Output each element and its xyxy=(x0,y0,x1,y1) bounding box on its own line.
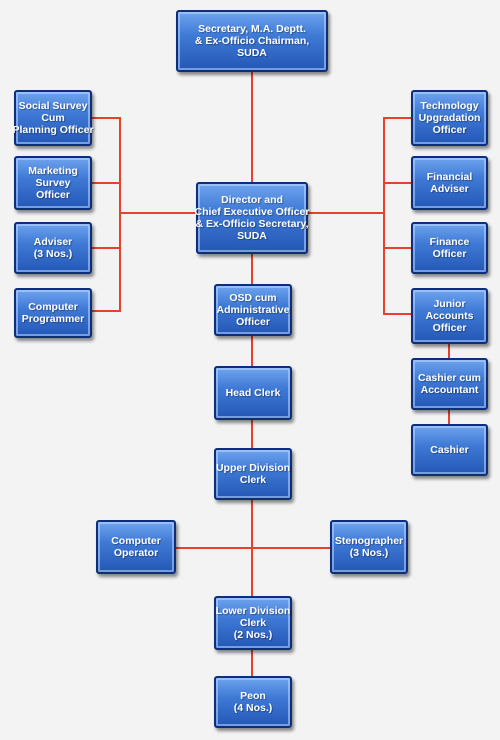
node-osd-administrative-officer-line-1: OSD cum xyxy=(229,292,277,304)
node-peon-line-2: (4 Nos.) xyxy=(233,702,273,714)
node-director-ceo: Director and Chief Executive Officer & E… xyxy=(194,182,310,254)
node-financial-adviser: Financial Adviser xyxy=(411,156,488,210)
node-stenographer-line-1: Stenographer xyxy=(334,535,404,547)
node-adviser-line-2: (3 Nos.) xyxy=(33,248,73,260)
node-director-ceo-line-2: Chief Executive Officer xyxy=(194,206,310,218)
node-lower-division-clerk: Lower Division Clerk (2 Nos.) xyxy=(214,596,292,650)
node-cashier-cum-accountant: Cashier cum Accountant xyxy=(411,358,488,410)
node-finance-officer-line-2: Officer xyxy=(432,248,467,260)
node-adviser-line-1: Adviser xyxy=(33,236,73,248)
node-junior-accounts-officer: Junior Accounts Officer xyxy=(411,288,488,344)
node-cashier-cum-accountant-line-1: Cashier cum xyxy=(417,372,482,384)
node-computer-operator: Computer Operator xyxy=(96,520,176,574)
node-social-survey-officer-line-2: Cum xyxy=(41,112,65,124)
node-osd-administrative-officer-line-3: Officer xyxy=(236,316,270,328)
node-stenographer-line-2: (3 Nos.) xyxy=(349,547,389,559)
node-marketing-survey-officer: Marketing Survey Officer xyxy=(14,156,92,210)
node-computer-operator-line-1: Computer xyxy=(111,535,161,547)
node-technology-upgradation-officer-line-3: Officer xyxy=(432,124,467,136)
node-stenographer: Stenographer (3 Nos.) xyxy=(330,520,408,574)
node-computer-programmer: Computer Programmer xyxy=(14,288,92,338)
node-computer-programmer-line-2: Programmer xyxy=(21,313,85,325)
node-marketing-survey-officer-line-2: Survey xyxy=(35,177,71,189)
node-marketing-survey-officer-line-3: Officer xyxy=(36,189,70,201)
node-marketing-survey-officer-line-1: Marketing xyxy=(28,165,78,177)
node-financial-adviser-line-2: Adviser xyxy=(430,183,469,195)
node-adviser: Adviser (3 Nos.) xyxy=(14,222,92,274)
node-secretary-line-1: Secretary, M.A. Deptt. xyxy=(198,23,306,35)
node-osd-administrative-officer-line-2: Administrative xyxy=(216,304,290,316)
node-osd-administrative-officer: OSD cum Administrative Officer xyxy=(214,284,292,336)
node-finance-officer-line-1: Finance xyxy=(429,236,470,248)
node-cashier: Cashier xyxy=(411,424,488,476)
node-computer-programmer-line-1: Computer xyxy=(28,301,78,313)
node-social-survey-officer-line-3: Planning Officer xyxy=(12,124,94,136)
node-upper-division-clerk-line-1: Upper Division xyxy=(215,462,291,474)
node-secretary-line-2: & Ex-Officio Chairman, xyxy=(194,35,310,47)
node-lower-division-clerk-line-2: Clerk xyxy=(239,617,267,629)
node-finance-officer: Finance Officer xyxy=(411,222,488,274)
node-director-ceo-line-3: & Ex-Officio Secretary, xyxy=(195,218,309,230)
node-cashier-cum-accountant-line-2: Accountant xyxy=(420,384,479,396)
node-director-ceo-line-4: SUDA xyxy=(237,230,267,242)
node-lower-division-clerk-line-3: (2 Nos.) xyxy=(233,629,273,641)
node-technology-upgradation-officer: Technology Upgradation Officer xyxy=(411,90,488,146)
node-financial-adviser-line-1: Financial xyxy=(426,171,473,183)
node-junior-accounts-officer-line-3: Officer xyxy=(432,322,467,334)
node-computer-operator-line-2: Operator xyxy=(113,547,159,559)
node-head-clerk-line-1: Head Clerk xyxy=(225,387,281,399)
node-social-survey-officer-line-1: Social Survey xyxy=(18,100,88,112)
node-lower-division-clerk-line-1: Lower Division xyxy=(215,605,291,617)
node-social-survey-officer: Social Survey Cum Planning Officer xyxy=(12,90,94,146)
node-cashier-line-1: Cashier xyxy=(430,444,469,456)
node-upper-division-clerk: Upper Division Clerk xyxy=(214,448,292,500)
node-secretary-line-3: SUDA xyxy=(237,47,267,59)
node-secretary: Secretary, M.A. Deptt. & Ex-Officio Chai… xyxy=(176,10,328,72)
node-peon-line-1: Peon xyxy=(240,690,266,702)
node-peon: Peon (4 Nos.) xyxy=(214,676,292,728)
node-director-ceo-line-1: Director and xyxy=(221,194,283,206)
node-upper-division-clerk-line-2: Clerk xyxy=(239,474,267,486)
node-head-clerk: Head Clerk xyxy=(214,366,292,420)
node-junior-accounts-officer-line-2: Accounts xyxy=(425,310,474,322)
node-technology-upgradation-officer-line-2: Upgradation xyxy=(418,112,481,124)
node-technology-upgradation-officer-line-1: Technology xyxy=(420,100,479,112)
node-junior-accounts-officer-line-1: Junior xyxy=(433,298,466,310)
